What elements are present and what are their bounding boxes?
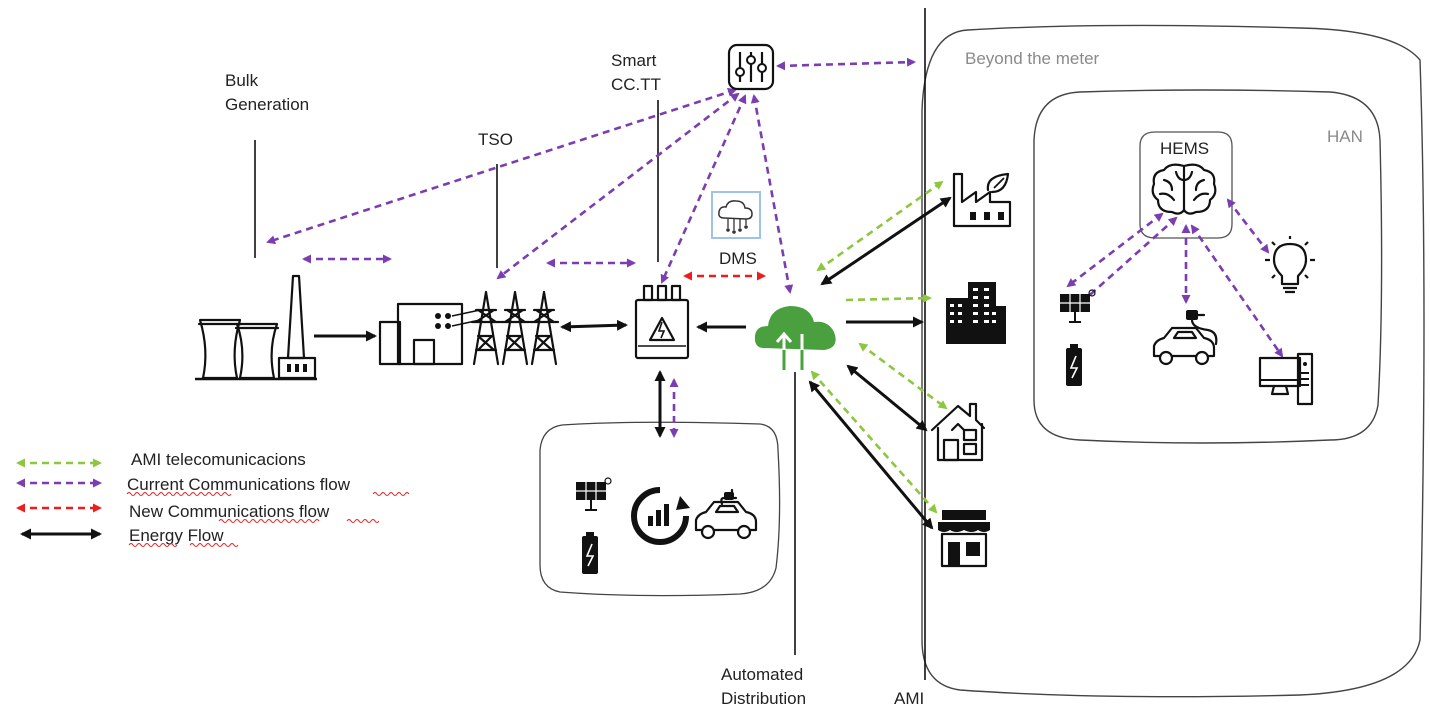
ev-car-icon: [1152, 310, 1218, 366]
bulk-generation-label: Bulk: [225, 71, 259, 90]
tso-label: TSO: [478, 130, 513, 149]
ami-label: AMI: [894, 689, 924, 708]
legend-label-ami: AMI telecomunicacions: [131, 450, 306, 469]
substation-icon: [378, 302, 481, 366]
dms-label: DMS: [719, 249, 757, 268]
smart-cctt-label-2: CC.TT: [611, 75, 661, 94]
hems-label: HEMS: [1160, 139, 1209, 158]
computer-icon: [1258, 352, 1314, 406]
transformer-icon: [634, 284, 690, 360]
der-region: [539, 421, 781, 597]
energy-flow-arrows: [314, 196, 952, 530]
han-region: [1033, 89, 1383, 444]
ev-car-icon: [694, 488, 758, 540]
house-icon: [930, 402, 986, 462]
power-plant-icon: [195, 274, 317, 381]
automated-distribution-label-2: Distribution: [721, 689, 806, 708]
energy-cycle-icon: [631, 487, 690, 545]
transmission-tower-icon: [470, 290, 560, 366]
dms-cloud-icon: [711, 191, 761, 239]
battery-icon: [582, 532, 598, 574]
buildings-icon: [946, 282, 1006, 344]
legend-item-energy: Energy Flow: [20, 526, 239, 547]
legend: AMI telecomunicacions Current Communicat…: [16, 450, 410, 547]
green-cloud-icon: [754, 306, 836, 370]
beyond-the-meter-label: Beyond the meter: [965, 49, 1100, 68]
shop-icon: [938, 510, 990, 568]
legend-label-new: New Communications flow: [129, 502, 330, 521]
legend-item-new: New Communications flow: [16, 502, 380, 523]
smart-cctt-label: Smart: [611, 51, 657, 70]
beyond-the-meter-region: [921, 24, 1425, 698]
legend-item-current: Current Communications flow: [16, 475, 410, 496]
han-label: HAN: [1327, 127, 1363, 146]
battery-icon: [1066, 344, 1082, 386]
automated-distribution-label: Automated: [721, 665, 803, 684]
solar-panel-icon: [1060, 289, 1096, 323]
control-panel-icon: [727, 43, 775, 91]
legend-item-ami: AMI telecomunicacions: [16, 450, 306, 469]
bulk-generation-label-2: Generation: [225, 95, 309, 114]
legend-label-current: Current Communications flow: [127, 475, 351, 494]
legend-label-energy: Energy Flow: [129, 526, 224, 545]
light-bulb-icon: [1265, 236, 1315, 294]
current-communications-arrows: [266, 57, 1284, 438]
eco-factory-icon: [952, 172, 1012, 228]
solar-panel-icon: [576, 477, 612, 511]
brain-icon: [1151, 163, 1217, 215]
